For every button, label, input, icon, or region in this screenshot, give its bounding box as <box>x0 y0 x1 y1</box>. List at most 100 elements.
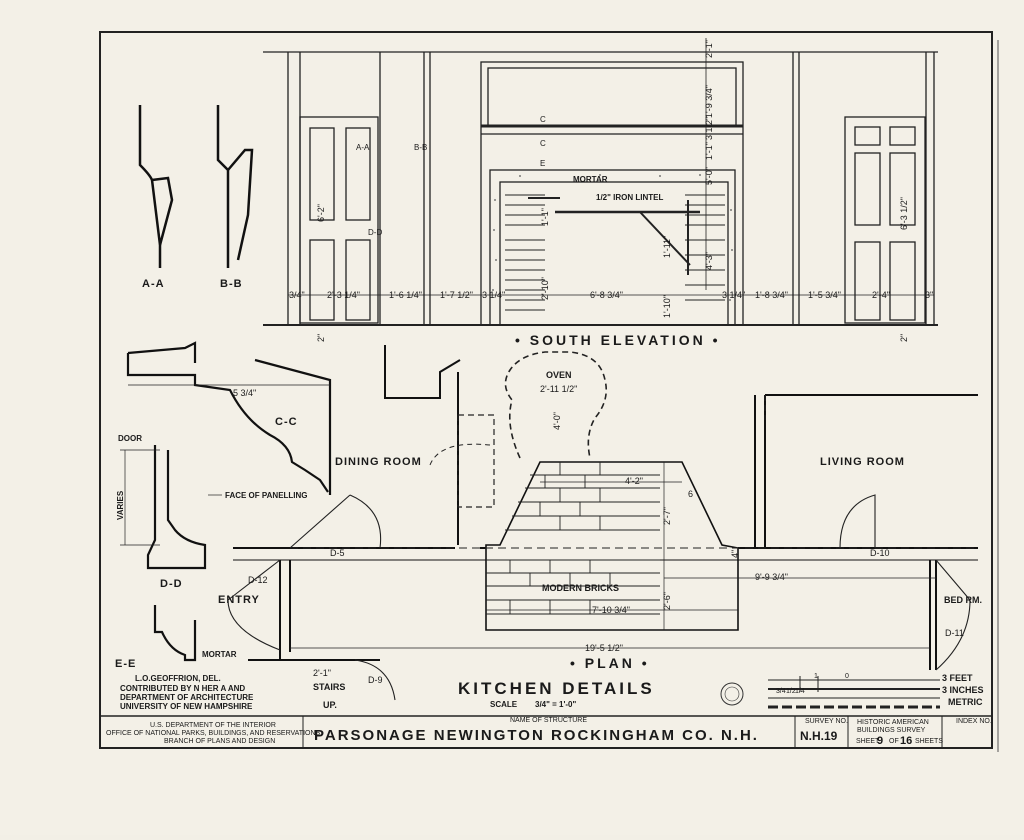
sheet-total: 16 <box>900 735 912 747</box>
plan-oven-depth: 4'-0" <box>552 412 562 430</box>
dd-varies-label: VARIES <box>116 490 125 520</box>
svg-text:1'-1": 1'-1" <box>704 142 714 160</box>
agency-line-1: U.S. DEPARTMENT OF THE INTERIOR <box>150 722 276 729</box>
plan-dining-label: DINING ROOM <box>335 456 422 468</box>
plan-up-label: UP. <box>323 700 337 710</box>
sheet-number: 9 <box>877 735 883 747</box>
survey-stamp <box>720 682 744 706</box>
section-dd-label: D-D <box>160 578 183 590</box>
svg-text:3 INCHES: 3 INCHES <box>942 685 984 695</box>
section-ee-label: E-E <box>115 658 136 670</box>
plan-d5: D-5 <box>330 548 345 558</box>
plan-living-label: LIVING ROOM <box>820 456 905 468</box>
mortar-fill <box>492 174 733 301</box>
elev-iron-lintel-label: 1/2" IRON LINTEL <box>596 193 663 202</box>
dd-face-label: FACE OF PANELLING <box>225 491 308 500</box>
agency-line-2: OFFICE OF NATIONAL PARKS, BUILDINGS, AND… <box>106 730 321 737</box>
svg-text:3 1/2": 3 1/2" <box>704 117 714 140</box>
svg-text:1'-9 3/4": 1'-9 3/4" <box>704 85 714 118</box>
svg-text:3 FEET: 3 FEET <box>942 673 973 683</box>
svg-text:L.O.GEOFFRION, DEL.: L.O.GEOFFRION, DEL. <box>135 674 221 683</box>
svg-text:2'-10": 2'-10" <box>540 277 550 300</box>
dining-dashed-feature <box>457 414 495 508</box>
section-cc-profile <box>126 341 332 495</box>
survey-caption: SURVEY NO. <box>805 718 848 725</box>
habs-line-2: BUILDINGS SURVEY <box>857 727 926 734</box>
svg-text:2'-1": 2'-1" <box>313 668 331 678</box>
svg-text:2'-1": 2'-1" <box>704 40 714 58</box>
structure-name: PARSONAGE NEWINGTON ROCKINGHAM CO. N.H. <box>314 727 759 744</box>
svg-text:3/4": 3/4" <box>289 290 305 300</box>
svg-text:CONTRIBUTED BY N HER A AND: CONTRIBUTED BY N HER A AND <box>120 684 245 693</box>
svg-text:METRIC: METRIC <box>948 697 983 707</box>
oven-outline <box>504 351 608 459</box>
door-swings <box>227 494 971 701</box>
svg-text:6: 6 <box>688 489 693 499</box>
svg-text:19'-5 1/2": 19'-5 1/2" <box>585 643 623 653</box>
sheets-word: SHEETS <box>915 738 943 745</box>
structure-caption: NAME OF STRUCTURE <box>510 717 587 724</box>
plan-oven-label: OVEN <box>546 370 572 380</box>
agency-line-3: BRANCH OF PLANS AND DESIGN <box>164 738 275 745</box>
svg-text:DEPARTMENT OF ARCHITECTURE: DEPARTMENT OF ARCHITECTURE <box>120 693 254 702</box>
section-bb-label: B-B <box>220 278 243 290</box>
plan-title: • PLAN • <box>570 655 650 671</box>
ee-mortar-label: MORTAR <box>202 650 237 659</box>
svg-text:4'-2": 4'-2" <box>625 476 643 486</box>
plan-stairs-label: STAIRS <box>313 682 345 692</box>
plan-chimney <box>485 461 739 631</box>
plan-bricks <box>486 462 660 615</box>
svg-text:3": 3" <box>925 290 933 300</box>
elev-bb-mark: B-B <box>414 143 427 152</box>
svg-text:3 1/4": 3 1/4" <box>482 290 505 300</box>
svg-text:6'-3 1/2": 6'-3 1/2" <box>899 197 909 230</box>
svg-text:1/2: 1/2 <box>786 688 796 695</box>
svg-text:4'-3": 4'-3" <box>704 252 714 270</box>
sheet-title: KITCHEN DETAILS <box>458 679 655 698</box>
svg-text:1: 1 <box>814 673 818 680</box>
svg-text:7'-10 3/4": 7'-10 3/4" <box>592 605 630 615</box>
graphic-scale: 1 0 3/4 1/2 1/4 3 FEET 3 INCHES METRIC <box>768 673 984 709</box>
plan-oven-dim: 2'-11 1/2" <box>540 384 577 394</box>
index-caption: INDEX NO. <box>956 718 992 725</box>
svg-text:1'-11": 1'-11" <box>662 236 672 258</box>
scale-value: 3/4" = 1'-0" <box>535 700 576 709</box>
svg-text:1'-5 3/4": 1'-5 3/4" <box>808 290 841 300</box>
elev-c-mark-2: C <box>540 139 546 148</box>
plan-dimensions: 4'-2" 2'-7" 2'-6" 9'-9 3/4" 7'-10 3/4" 1… <box>290 462 936 678</box>
elev-c-mark: C <box>540 115 546 124</box>
svg-text:6'-8 3/4": 6'-8 3/4" <box>590 290 623 300</box>
svg-text:1'-8 3/4": 1'-8 3/4" <box>755 290 788 300</box>
svg-text:2'-3 1/4": 2'-3 1/4" <box>327 290 360 300</box>
sheet-word: SHEET <box>856 738 880 745</box>
elev-mortar-label: MORTAR <box>573 175 608 184</box>
elev-e-mark: E <box>540 159 545 168</box>
fireplace-brickwork <box>505 194 725 311</box>
habs-line-1: HISTORIC AMERICAN <box>857 719 929 726</box>
svg-text:1'-6 1/4": 1'-6 1/4" <box>389 290 422 300</box>
svg-text:UNIVERSITY OF NEW HAMPSHIRE: UNIVERSITY OF NEW HAMPSHIRE <box>120 702 253 711</box>
elevation-vertical-dimensions: 2'-1" 1'-9 3/4" 3 1/2" 1'-1" 5'-0" 4'-3"… <box>316 38 909 342</box>
section-bb-profile <box>216 105 254 268</box>
sheet-border <box>99 31 993 749</box>
title-block <box>100 715 992 748</box>
svg-text:2": 2" <box>899 334 909 342</box>
svg-text:2": 2" <box>316 334 326 342</box>
dd-door-label: DOOR <box>118 434 142 443</box>
svg-text:9'-9 3/4": 9'-9 3/4" <box>755 572 788 582</box>
svg-text:1'-10": 1'-10" <box>662 295 672 318</box>
section-cc-dim: 5 3/4" <box>233 388 256 398</box>
svg-text:2'-7": 2'-7" <box>662 507 672 525</box>
section-aa-profile <box>138 105 174 268</box>
plan-d11: D-11 <box>945 628 964 638</box>
svg-text:1/4: 1/4 <box>795 688 805 695</box>
svg-text:4": 4" <box>730 550 740 558</box>
svg-text:3/4: 3/4 <box>776 688 786 695</box>
of-word: OF <box>889 738 899 745</box>
scale-label: SCALE <box>490 700 518 709</box>
section-ee-profile <box>153 605 197 662</box>
plan-d9: D-9 <box>368 675 383 685</box>
svg-text:1'-7 1/2": 1'-7 1/2" <box>440 290 473 300</box>
